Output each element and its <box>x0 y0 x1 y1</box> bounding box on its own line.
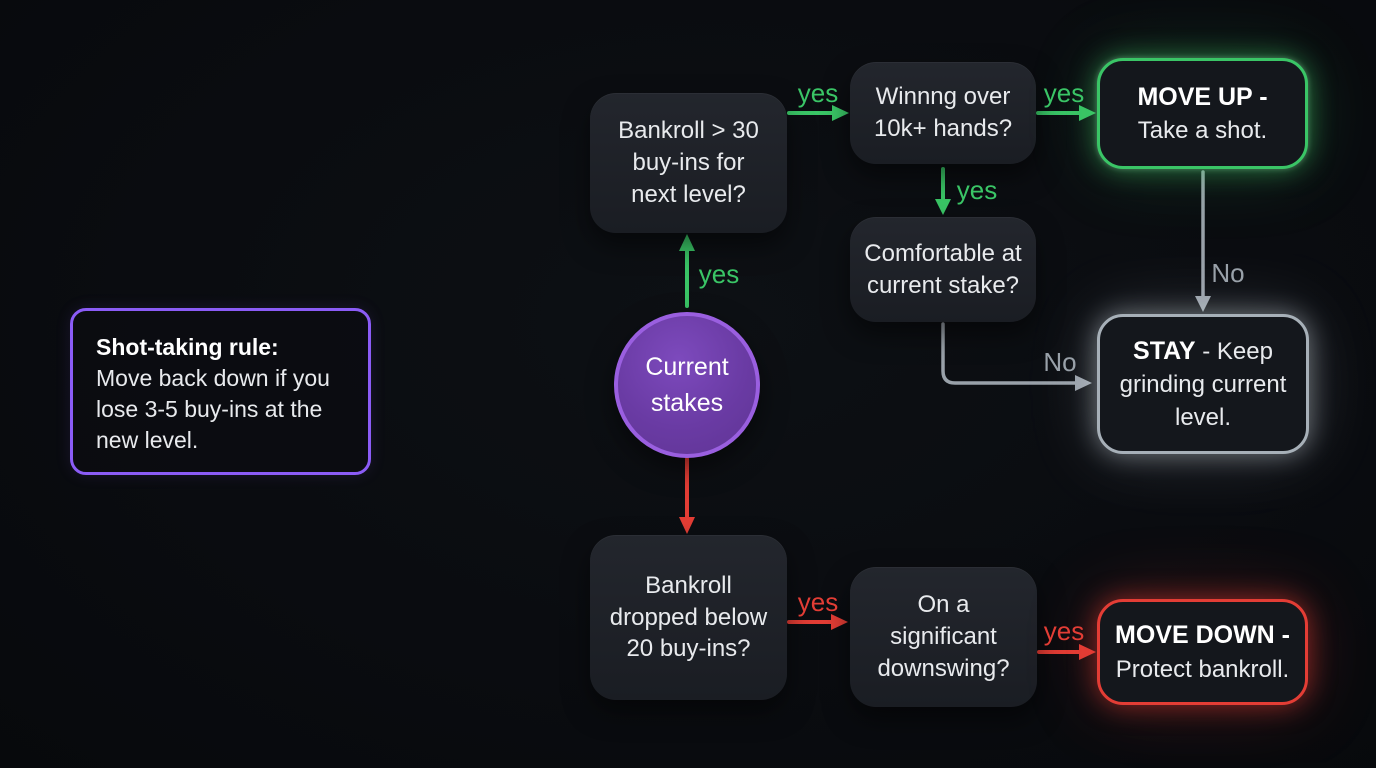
edge-label-yes-bankroll-winning: yes <box>797 78 839 108</box>
note-title: Shot-taking rule: <box>96 334 279 360</box>
move-up-title: MOVE UP - <box>1137 82 1268 111</box>
edge-line <box>941 322 1079 385</box>
arrowhead-down-icon <box>679 517 695 534</box>
edge-bankroll-down-to-downswing <box>787 614 848 630</box>
edge-start-to-bankroll-down <box>679 457 695 534</box>
edge-label-no-moveup-stay: No <box>1211 258 1245 288</box>
stay-body: - Keep grinding current level. <box>1119 337 1287 432</box>
arrowhead-down-icon <box>935 199 951 215</box>
arrowhead-down-icon <box>1195 296 1211 312</box>
note-shot-taking-rule: Shot-taking rule: Move back down if you … <box>70 308 371 475</box>
edge-winning-to-comfortable <box>935 167 951 215</box>
note-body: Move back down if you lose 3-5 buy-ins a… <box>96 365 330 454</box>
node-comfortable-at-stake: Comfortable at current stake? <box>850 217 1036 322</box>
edge-label-yes-dropped-downswing: yes <box>797 587 839 617</box>
move-down-title: MOVE DOWN - <box>1115 621 1290 650</box>
edge-label-yes-winning-moveup: yes <box>1043 78 1085 108</box>
arrowhead-right-icon <box>831 614 848 630</box>
node-winning-over-10k-hands: Winnng over 10k+ hands? <box>850 62 1036 164</box>
edge-move-up-to-stay <box>1195 170 1211 312</box>
node-significant-downswing: On a significant downswing? <box>850 567 1037 707</box>
edge-bankroll-up-to-winning <box>787 105 849 121</box>
arrowhead-right-icon <box>832 105 849 121</box>
arrowhead-right-icon <box>1079 644 1096 660</box>
node-bankroll-above-30: Bankroll > 30 buy-ins for next level? <box>590 93 787 233</box>
stay-title: STAY <box>1133 336 1196 365</box>
edge-label-yes-winning-comfortable: yes <box>956 175 998 205</box>
node-move-down: MOVE DOWN - Protect bankroll. <box>1097 599 1308 705</box>
node-bankroll-dropped-below-20: Bankroll dropped below 20 buy-ins? <box>590 535 787 700</box>
node-current-stakes: Current stakes <box>614 312 760 458</box>
edge-label-no-comfortable-stay: No <box>1043 347 1077 377</box>
arrowhead-up-icon <box>679 234 695 251</box>
edge-comfortable-to-stay <box>941 322 1092 391</box>
move-up-body: Take a shot. <box>1137 117 1268 145</box>
node-stay: STAY - Keep grinding current level. <box>1097 314 1309 454</box>
edge-start-to-bankroll-up <box>679 234 695 308</box>
edge-label-yes-downswing-movedown: yes <box>1043 616 1085 646</box>
edge-label-yes-start-up: yes <box>698 259 740 289</box>
node-move-up: MOVE UP - Take a shot. <box>1097 58 1308 169</box>
edge-downswing-to-move-down <box>1037 644 1096 660</box>
edge-winning-to-move-up <box>1036 105 1096 121</box>
stay-text: STAY - Keep grinding current level. <box>1118 334 1288 435</box>
arrowhead-right-icon <box>1075 375 1092 391</box>
arrowhead-right-icon <box>1079 105 1096 121</box>
move-down-body: Protect bankroll. <box>1115 655 1290 683</box>
